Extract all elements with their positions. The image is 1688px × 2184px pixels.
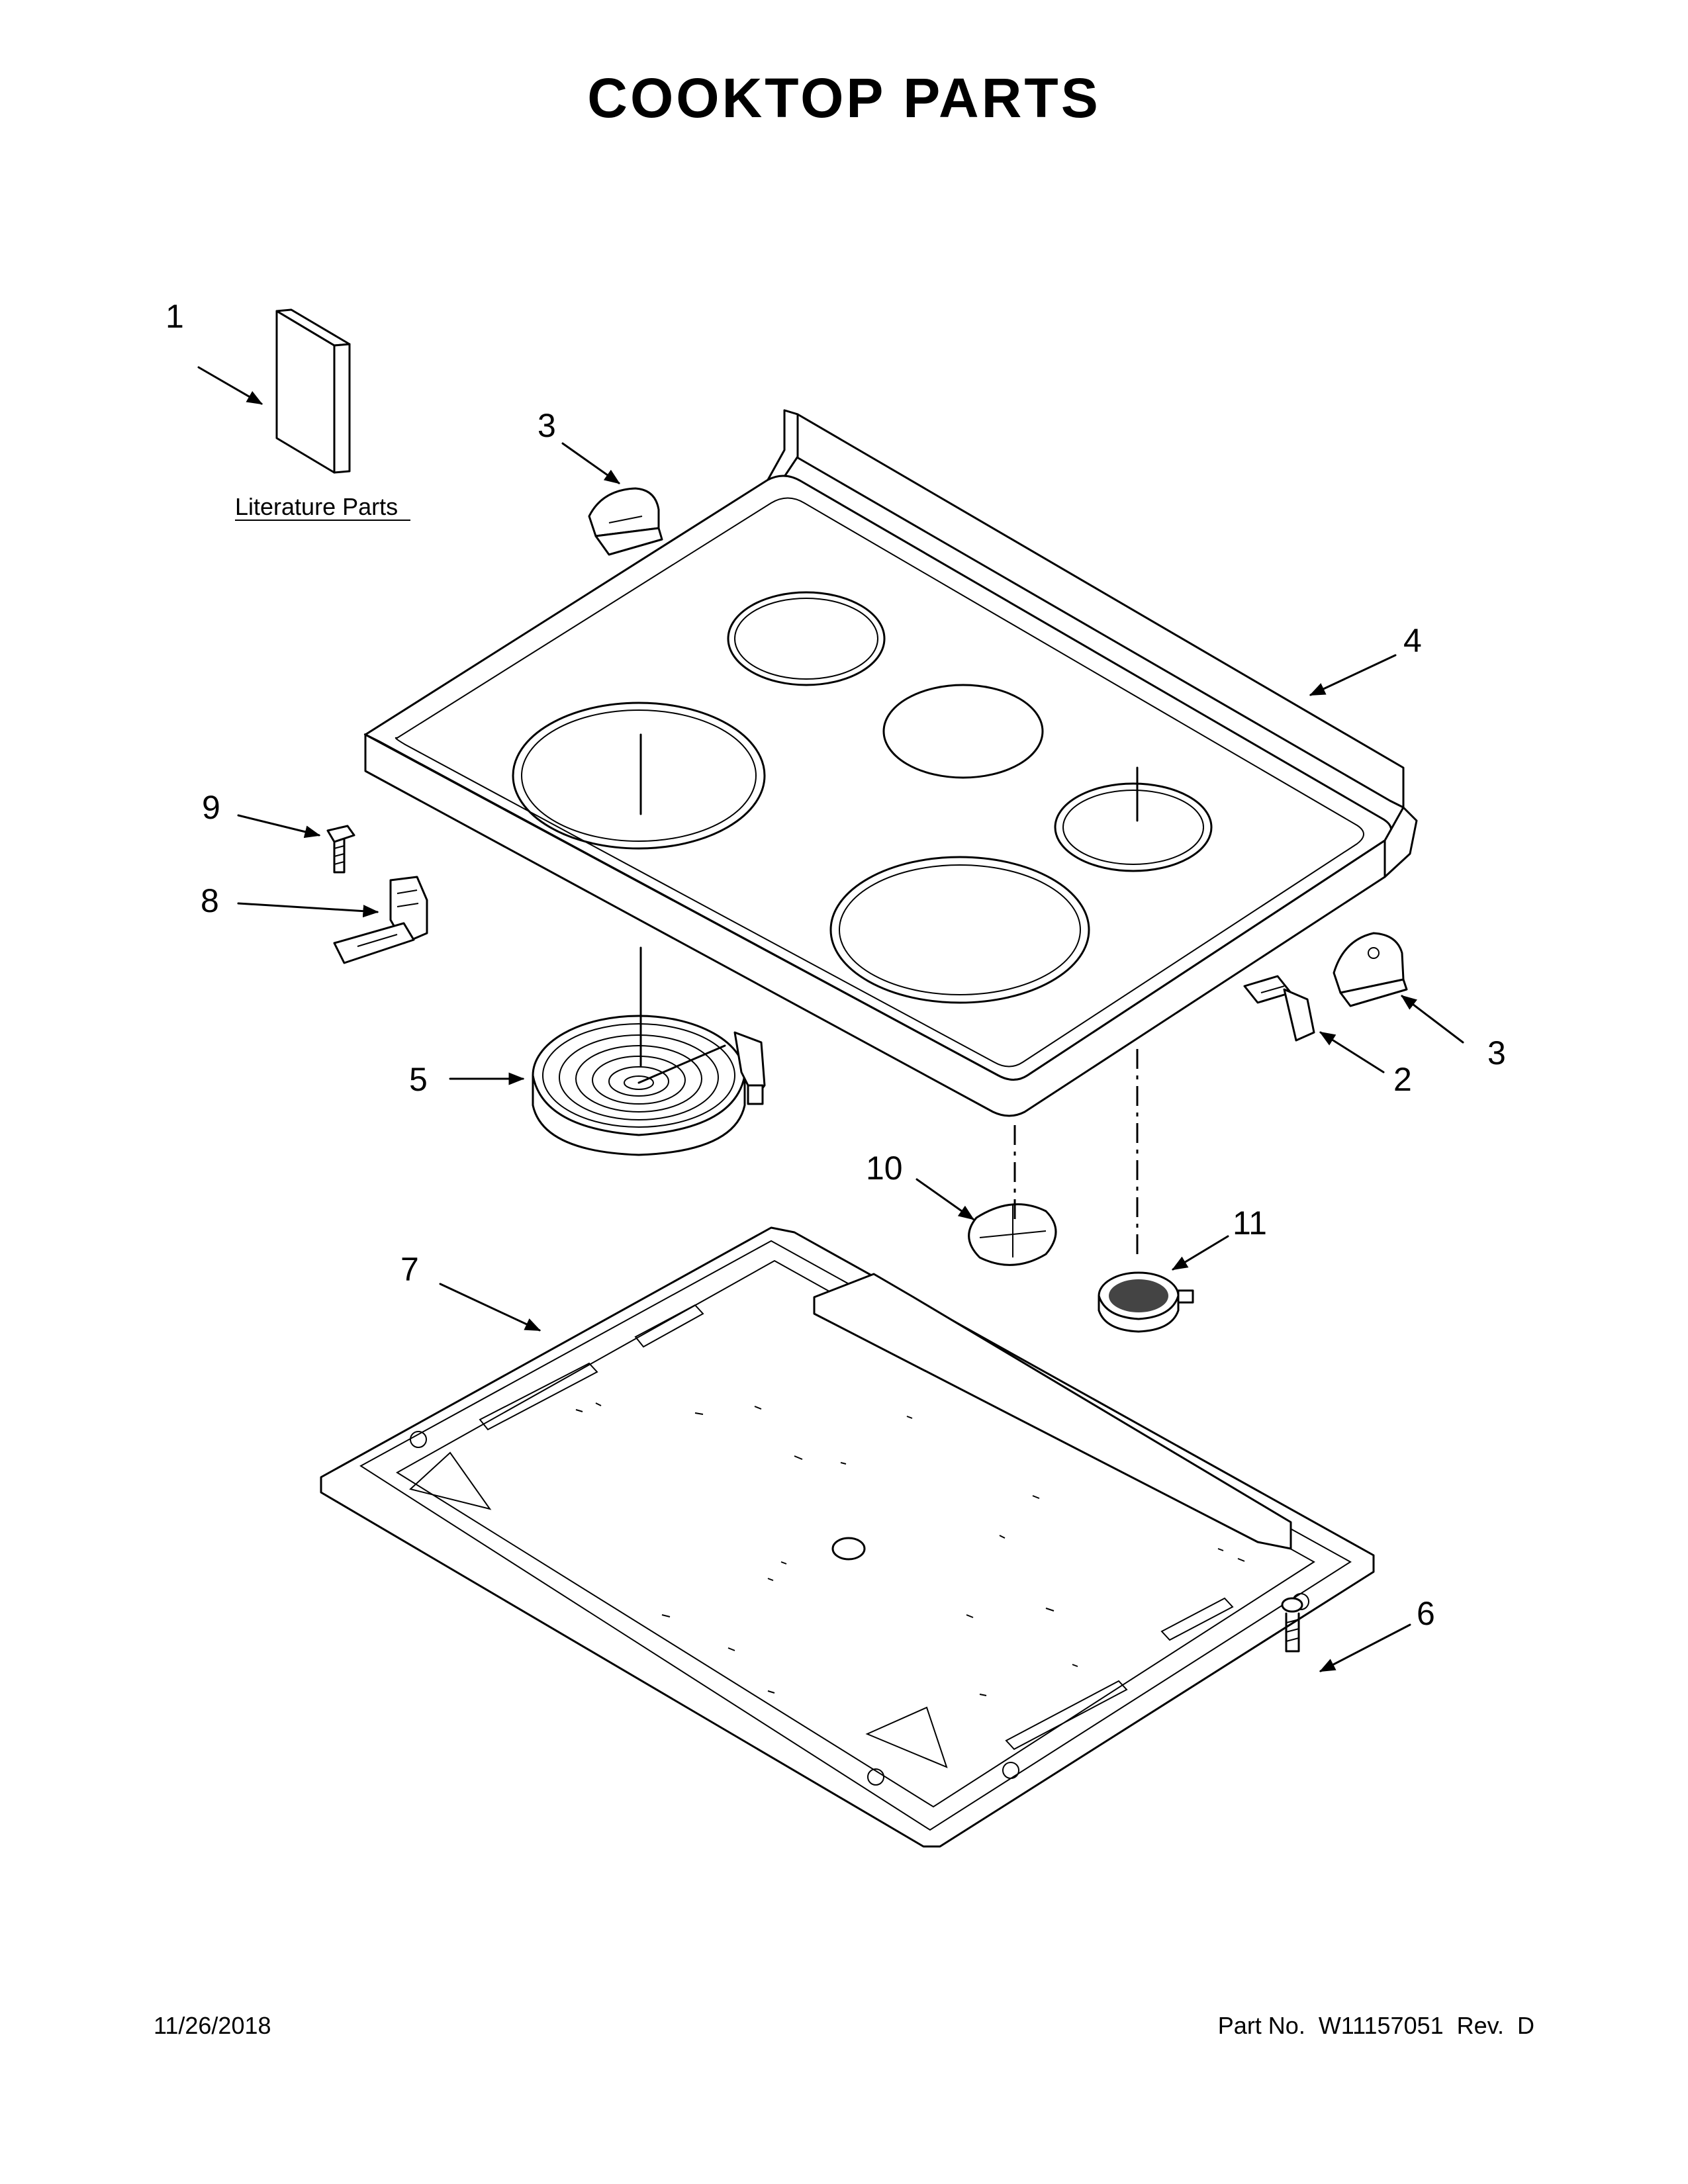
arrow-7 [439,1283,541,1332]
base-pan-7 [320,1226,1375,1848]
coil-element-5 [532,1015,766,1156]
callout-11: 11 [1233,1205,1267,1242]
footer-part-number: Part No. W11157051 Rev. D [1217,2012,1534,2039]
arrow-6 [1319,1623,1411,1672]
arrow-9 [237,814,321,839]
arrow-1 [197,366,263,405]
callout-3-left: 3 [538,407,556,444]
page-title: COOKTOP PARTS [587,67,1101,129]
screw-9 [326,825,355,874]
clip-2 [1243,975,1315,1042]
arrow-4 [1309,654,1397,696]
arrow-3-right [1401,995,1464,1044]
callout-8: 8 [201,882,219,919]
callout-5: 5 [409,1061,428,1098]
sensor-11 [1098,1271,1194,1333]
literature-manual [275,308,351,474]
arrow-3-left [561,442,620,484]
literature-parts-label: Literature Parts [235,493,398,520]
sensor-bracket-10 [968,1203,1057,1266]
arrow-8 [237,902,379,918]
cooktop-main-top [363,409,1418,1117]
arrow-11 [1171,1235,1229,1271]
screw-6 [1281,1597,1303,1653]
callout-1: 1 [165,298,184,335]
footer-date: 11/26/2018 [154,2012,271,2039]
callout-10: 10 [866,1150,903,1187]
callout-4: 4 [1403,622,1422,659]
callout-2: 2 [1393,1061,1412,1098]
arrow-10 [915,1178,974,1220]
callout-3-right: 3 [1487,1034,1506,1071]
bracket-3-right [1333,932,1408,1007]
callout-9: 9 [202,789,220,826]
bracket-3-left [588,487,663,556]
clip-8 [333,876,428,964]
callout-7: 7 [400,1251,419,1288]
callout-6: 6 [1417,1595,1435,1632]
arrow-2 [1319,1031,1385,1073]
